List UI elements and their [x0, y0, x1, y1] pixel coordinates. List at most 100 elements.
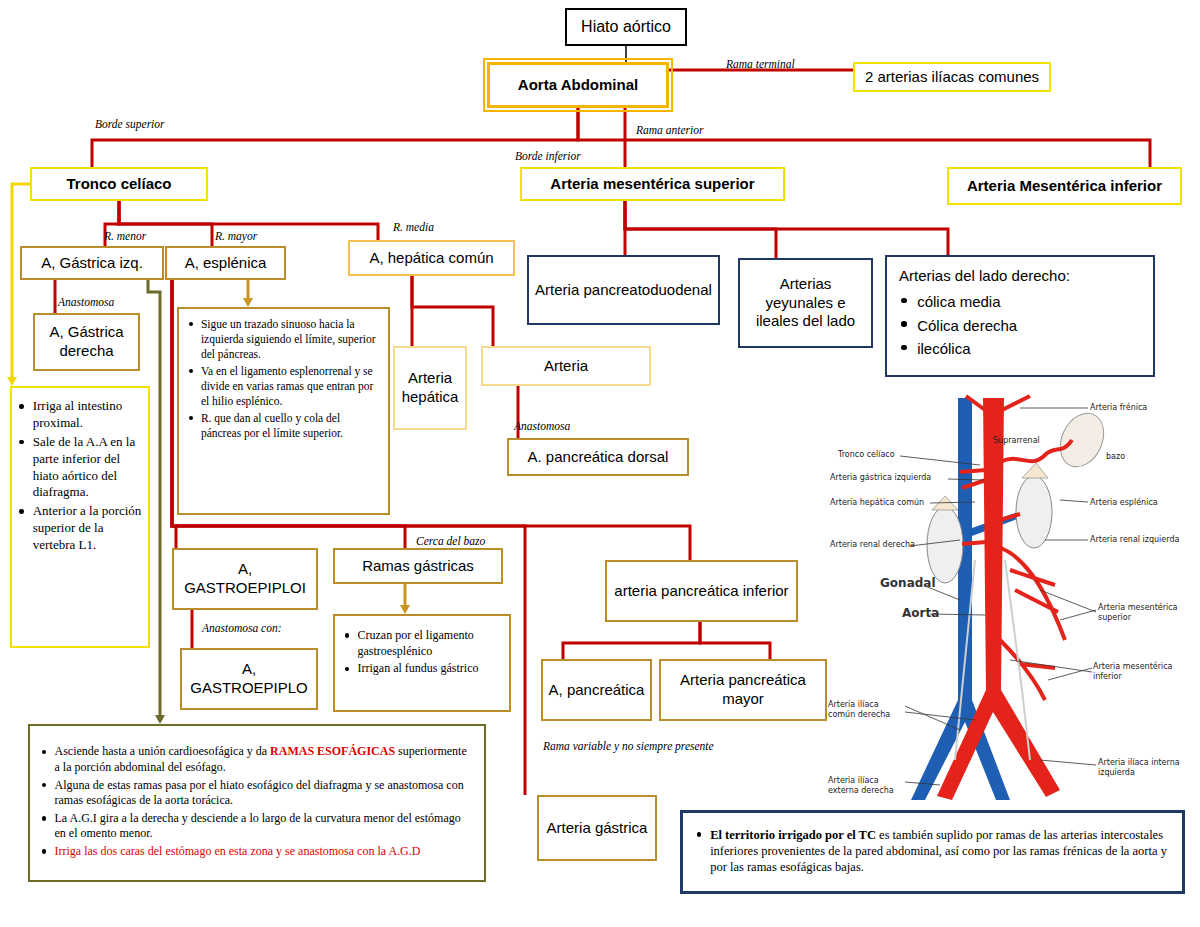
node-text: Irriga las dos caras del estómago en est… — [55, 844, 421, 860]
figure-label: Arteria ilíaca interna izquierda — [1098, 758, 1190, 777]
bullet-row: Irriga al intestino proximal. — [17, 398, 143, 432]
edge-label: Anastomosa con: — [202, 622, 282, 634]
figure-label: Arteria ilíaca común derecha — [828, 700, 904, 719]
box: A, Gástrica derecha — [33, 313, 140, 371]
bullet-row: El territorio irrigado por el TC es tamb… — [695, 827, 1170, 876]
arrow-head — [243, 298, 253, 307]
gonadal-vessel — [955, 560, 1030, 760]
box: A, GASTROEPIPLO — [180, 648, 318, 710]
connector — [148, 280, 165, 724]
node-text: Va en el ligamento esplenorrenal y se di… — [201, 364, 380, 409]
bullet-dot — [189, 369, 193, 373]
box: Arteria mesentérica superior — [520, 167, 785, 201]
box: Arteria — [481, 346, 651, 386]
bullet-dot — [42, 750, 46, 754]
bullet-dot — [345, 667, 349, 671]
node-text: A, esplénica — [185, 254, 267, 273]
edge-label: R. mayor — [215, 230, 257, 242]
figure-label: Arteria ilíaca externa derecha — [828, 776, 904, 795]
figure-label: Suprarrenal — [993, 436, 1040, 446]
figure-label: Arteria gástrica izquierda — [830, 473, 931, 483]
connector-line — [412, 276, 493, 346]
figure-label: Arteria mesentérica inferior — [1093, 662, 1175, 681]
bullet-dot — [345, 633, 349, 637]
connector — [625, 108, 626, 167]
text-run: Irriga las dos caras del estómago en est… — [55, 844, 421, 858]
connector-line — [172, 280, 405, 548]
bullet-dot — [189, 322, 193, 326]
connector — [563, 622, 700, 659]
connector-line — [625, 201, 948, 255]
box: 2 arterias ilíacas comunes — [853, 62, 1051, 92]
box: A. pancreática dorsal — [507, 438, 689, 476]
edge-label: Rama variable y no siempre presente — [543, 740, 714, 752]
node-text: Anterior a la porción superior de la ver… — [33, 503, 143, 554]
bullet-row: Irrigan al fundus gástrico — [343, 661, 501, 677]
artery-branches — [960, 396, 1072, 700]
adrenal — [1022, 463, 1048, 478]
box: Arteria hepática — [393, 346, 467, 430]
node-text: Irrigan al fundus gástrico — [358, 661, 479, 677]
connector-line — [92, 108, 578, 167]
bullet-row: Cruzan por el ligamento gastroesplénico — [343, 628, 501, 659]
edge-label: R. media — [393, 221, 434, 233]
branch-label: Borde inferior — [515, 150, 581, 164]
kidney — [927, 507, 963, 583]
node-text: cólica media — [917, 291, 1000, 313]
connector-line — [247, 280, 250, 299]
box: Sigue un trazado sinuoso hacia la izquie… — [177, 307, 390, 515]
box: Cruzan por el ligamento gastroesplénicoI… — [333, 614, 511, 712]
connector — [92, 108, 578, 167]
box: El territorio irrigado por el TC es tamb… — [680, 810, 1185, 894]
node-text: Alguna de estas ramas pasa por el hiato … — [55, 778, 475, 809]
box: Tronco celíaco — [30, 167, 208, 201]
node-text: El territorio irrigado por el TC es tamb… — [710, 827, 1170, 876]
box: Arteria pancreática mayor — [659, 659, 827, 721]
connector — [192, 610, 193, 648]
node-text: arteria pancreática inferior — [614, 582, 788, 601]
bullet-dot — [901, 298, 906, 303]
node-text: A, GASTROEPIPLOI — [178, 560, 312, 598]
kidney — [1016, 476, 1052, 548]
edge-label: Rama anterior — [636, 124, 703, 136]
connector-line — [563, 622, 700, 659]
bullet-dot — [19, 440, 24, 445]
connector-line — [578, 108, 1150, 167]
node-text: Sigue un trazado sinuoso hacia la izquie… — [201, 317, 380, 362]
figure-label: Arteria renal derecha — [830, 540, 915, 550]
edge-label: Cerca del bazo — [416, 535, 485, 547]
bullet-row: Irriga las dos caras del estómago en est… — [40, 844, 474, 860]
box: Hiato aórtico — [565, 8, 687, 46]
bullet-dot — [42, 816, 46, 820]
bullet-row: Sigue un trazado sinuoso hacia la izquie… — [187, 317, 380, 362]
bullet-dot — [19, 404, 24, 409]
leader-lines — [900, 408, 1096, 785]
node-text: Arteria pancreática mayor — [665, 671, 821, 709]
node-text: Tronco celíaco — [66, 175, 171, 194]
node-text: Aorta Abdominal — [518, 76, 638, 95]
connector — [626, 46, 627, 62]
bullet-row: Asciende hasta a unión cardioesofágica y… — [40, 744, 474, 775]
connector-line — [191, 610, 194, 648]
node-text: Arteria mesentérica superior — [550, 175, 754, 194]
node-text: Irriga al intestino proximal. — [33, 398, 143, 432]
connector — [172, 280, 525, 795]
box: Ramas gástricas — [333, 548, 503, 584]
spleen — [1052, 406, 1112, 474]
connector-line — [625, 46, 627, 62]
connector — [412, 276, 493, 346]
highlight-run: RAMAS ESOFÁGICAS — [270, 744, 395, 758]
node-text: R. que dan al cuello y cola del páncreas… — [201, 411, 380, 441]
node-text: A, hepática común — [369, 249, 493, 268]
edge-label: Rama terminal — [726, 58, 795, 70]
box: Arteria gástrica — [537, 795, 657, 861]
box: A, pancreática — [541, 659, 652, 721]
bullet-row: ilecólica — [899, 338, 1141, 360]
box: A, GASTROEPIPLOI — [172, 548, 318, 610]
edge-label: Anastomosa — [514, 420, 570, 432]
box: Arterias yeyunales e ileales del lado — [738, 258, 873, 348]
box: arteria pancreática inferior — [605, 560, 798, 622]
connector-line — [404, 584, 407, 606]
node-text: Asciende hasta a unión cardioesofágica y… — [55, 744, 475, 775]
